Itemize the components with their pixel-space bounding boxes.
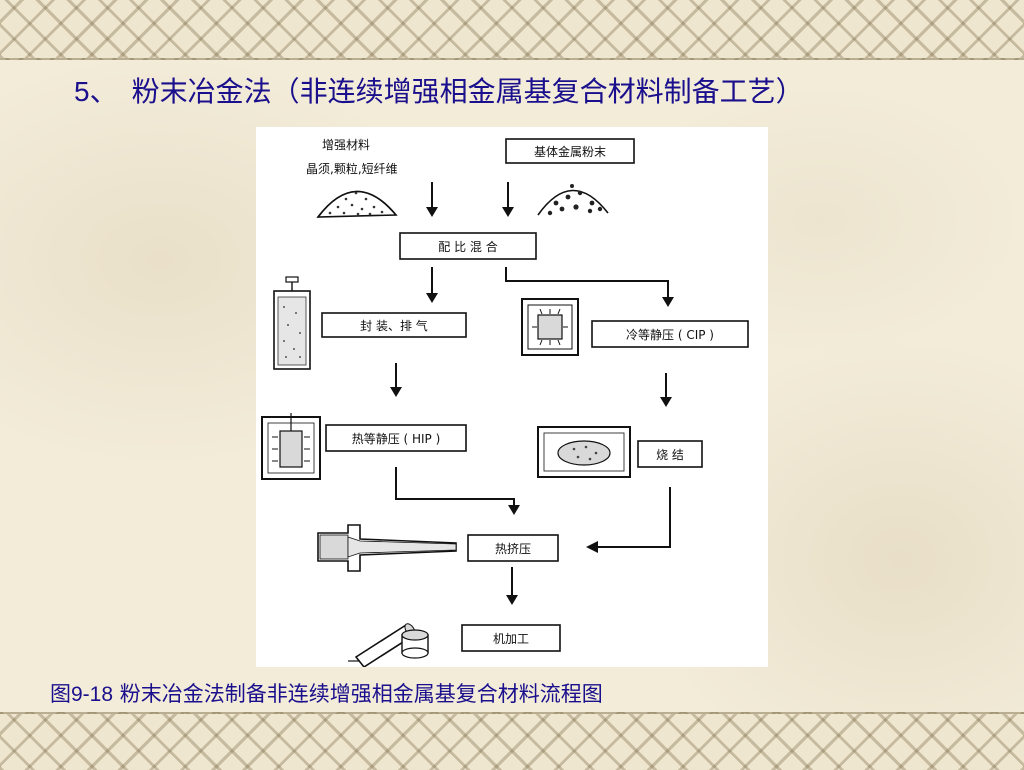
cip-mold-icon: [521, 298, 579, 356]
hot-extrusion-label: 热挤压: [495, 541, 531, 556]
reinforcement-label: 增强材料: [322, 138, 370, 152]
flowchart-svg: 增强材料 晶须,颗粒,短纤维 基体金属粉末: [261, 138, 749, 667]
hip-label: 热等静压 ( HIP ): [352, 432, 441, 446]
sintering-label: 烧 结: [656, 448, 684, 462]
matrix-powder-box: [505, 138, 635, 164]
reinforcement-heap-icon: [316, 190, 398, 218]
title-number: 5、: [74, 76, 118, 107]
title-text: 粉末冶金法（非连续增强相金属基复合材料制备工艺）: [131, 75, 804, 108]
matrix-powder-label: 基体金属粉末: [534, 144, 606, 159]
machined-parts-icon: [348, 623, 429, 667]
mixing-label: 配 比 混 合: [438, 239, 497, 254]
machining-box: [461, 624, 561, 652]
slide-title: 5、粉末冶金法（非连续增强相金属基复合材料制备工艺）: [74, 70, 804, 110]
sintering-box: [637, 440, 703, 468]
caption-text: 粉末冶金法制备非连续增强相金属基复合材料流程图: [113, 682, 603, 706]
extrusion-die-icon: [317, 524, 457, 572]
canning-label: 封 装、排 气: [360, 318, 428, 333]
reinforcement-types-label: 晶须,颗粒,短纤维: [306, 161, 398, 176]
canning-container-icon: [273, 276, 311, 370]
sintering-furnace-icon: [537, 426, 631, 478]
mixing-box: [399, 232, 537, 260]
hip-vessel-icon: [261, 413, 321, 480]
hot-extrusion-box: [467, 534, 559, 562]
bottom-decorative-border: [0, 712, 1024, 770]
matrix-heap-icon: [537, 184, 609, 216]
cip-box: [591, 320, 749, 348]
canning-box: [321, 312, 467, 338]
figure-caption: 图9-18 粉末冶金法制备非连续增强相金属基复合材料流程图: [50, 678, 603, 708]
top-decorative-border: [0, 0, 1024, 60]
hip-box: [325, 424, 467, 452]
machining-label: 机加工: [493, 632, 529, 646]
cip-label: 冷等静压 ( CIP ): [626, 328, 714, 342]
caption-number: 图9-18: [50, 683, 114, 706]
flowchart-figure: 增强材料 晶须,颗粒,短纤维 基体金属粉末: [256, 127, 768, 667]
